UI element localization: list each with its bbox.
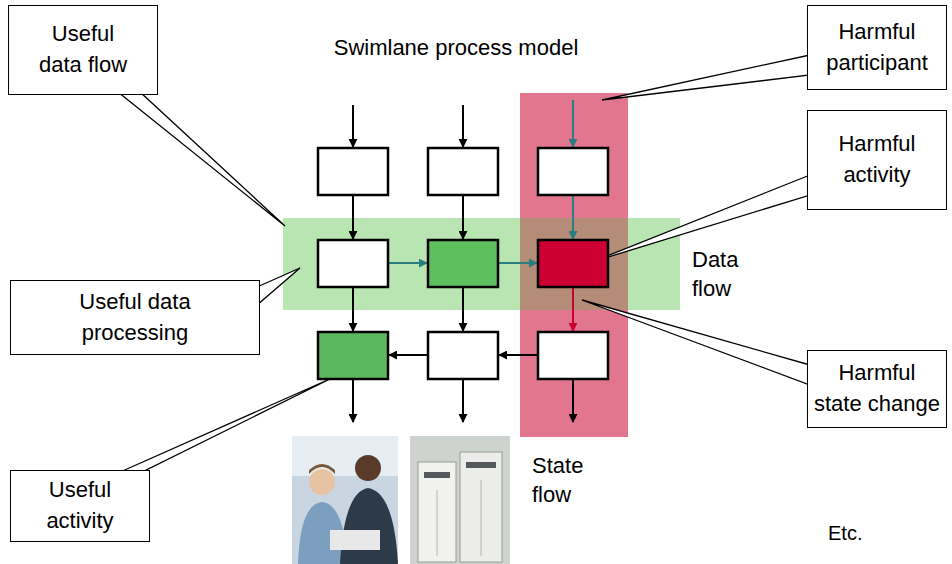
callout-tails xyxy=(118,55,810,473)
callout-text: Useful data processing xyxy=(51,287,219,349)
free-label: State flow xyxy=(532,452,602,509)
callout-box: Useful data processing xyxy=(10,280,260,355)
activity-boxes xyxy=(318,148,608,379)
people-photo xyxy=(292,436,398,564)
callout-text: Harmful state change xyxy=(813,358,941,420)
callout-text: Useful activity xyxy=(15,475,145,537)
callout-text: Useful data flow xyxy=(32,19,134,81)
callout-box: Useful activity xyxy=(10,470,150,542)
server-photo xyxy=(410,436,510,564)
callout-box: Harmful state change xyxy=(807,350,947,428)
callout-box: Harmful participant xyxy=(807,5,947,90)
free-label: Etc. xyxy=(828,520,862,546)
callout-box: Harmful activity xyxy=(807,110,947,210)
data-flow-band xyxy=(283,218,680,310)
free-label: Data flow xyxy=(692,246,762,303)
callout-box: Useful data flow xyxy=(8,5,158,95)
diagram-title: Swimlane process model xyxy=(300,34,612,63)
callout-text: Harmful participant xyxy=(813,17,941,79)
harmful-lane xyxy=(520,93,628,437)
callout-text: Harmful activity xyxy=(813,129,941,191)
